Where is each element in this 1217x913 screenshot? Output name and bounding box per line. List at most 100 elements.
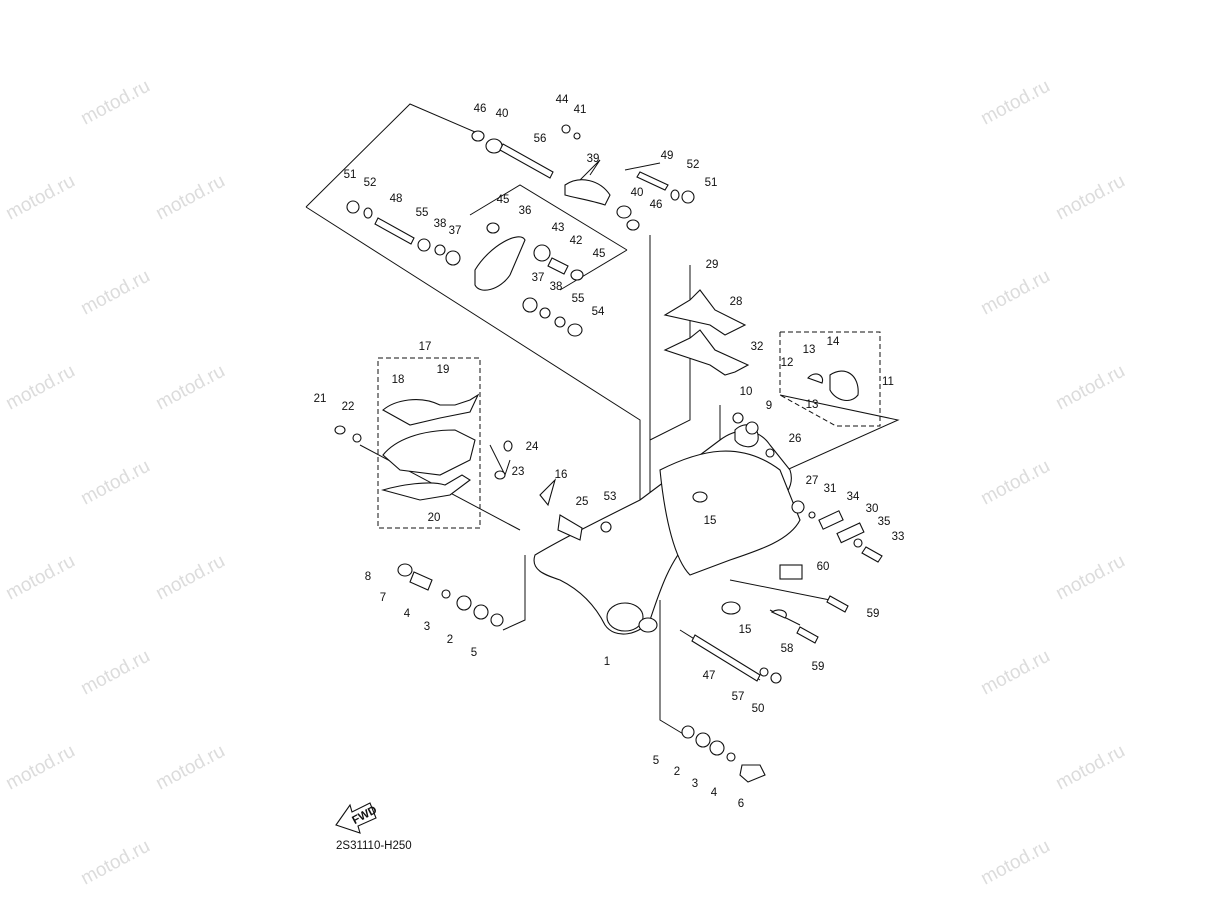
part-3-bearing-b [709, 740, 725, 756]
callout-47: 47 [703, 670, 716, 682]
part-23-bolt [494, 470, 506, 480]
part-31-washer [808, 511, 816, 519]
part-57-washer [759, 667, 769, 677]
callout-42: 42 [570, 235, 583, 247]
callout-32: 32 [751, 341, 764, 353]
part-43-bearing [533, 244, 551, 262]
part-38-oil-seal [434, 244, 446, 256]
part-9-bolt [745, 421, 759, 435]
callout-18: 18 [392, 374, 405, 386]
part-3-bearing [456, 595, 472, 611]
callout-52: 52 [364, 177, 377, 189]
part-45-oil-seal [486, 222, 500, 234]
part-58-clip [770, 609, 787, 619]
part-49-bolt [636, 171, 669, 191]
callout-34: 34 [847, 491, 860, 503]
part-60-label [779, 564, 803, 580]
callout-19: 19 [437, 364, 450, 376]
watermark-text: motod.ru [1052, 171, 1128, 225]
callout-15: 15 [739, 624, 752, 636]
callout-38: 38 [434, 218, 447, 230]
callout-43: 43 [552, 222, 565, 234]
callout-57: 57 [732, 691, 745, 703]
part-35-nut [853, 538, 863, 548]
callout-20: 20 [428, 512, 441, 524]
swingarm-body [533, 424, 801, 635]
callout-46: 46 [650, 199, 663, 211]
callout-24: 24 [526, 441, 539, 453]
callout-51: 51 [705, 177, 718, 189]
callout-25: 25 [576, 496, 589, 508]
watermark-text: motod.ru [152, 361, 228, 415]
callout-35: 35 [878, 516, 891, 528]
watermark-text: motod.ru [77, 646, 153, 700]
watermark-text: motod.ru [977, 836, 1053, 890]
watermark-text: motod.ru [2, 741, 78, 795]
callout-55: 55 [572, 293, 585, 305]
part-59-bolt [826, 595, 849, 613]
callout-59: 59 [812, 661, 825, 673]
part-10-grommet [732, 412, 744, 424]
callout-11: 11 [882, 376, 894, 388]
part-25-collar [557, 514, 583, 541]
watermark-text: motod.ru [977, 76, 1053, 130]
callout-38: 38 [550, 281, 563, 293]
callout-13: 13 [803, 344, 816, 356]
callout-40: 40 [631, 187, 644, 199]
part-47-bolt [691, 634, 761, 682]
part-11-holder [829, 370, 859, 401]
callout-26: 26 [789, 433, 802, 445]
fwd-arrow-icon: FWD [335, 802, 379, 834]
watermark-text: motod.ru [152, 171, 228, 225]
watermark-text: motod.ru [977, 266, 1053, 320]
part-45-oil-seal-b [570, 269, 584, 281]
part-39-connecting-rod [564, 179, 611, 206]
group-boxes [377, 331, 881, 529]
part-37-bearing-b [522, 297, 538, 313]
callout-12: 12 [781, 357, 794, 369]
part-24-rivet [503, 440, 513, 452]
part-53-nut [600, 521, 612, 533]
part-59-bolt-b [796, 626, 819, 644]
callout-44: 44 [556, 94, 569, 106]
part-52-washer [670, 189, 680, 201]
callout-31: 31 [824, 483, 837, 495]
callout-58: 58 [781, 643, 794, 655]
watermark-text: motod.ru [1052, 551, 1128, 605]
callout-15: 15 [704, 515, 717, 527]
part-16-bracket [539, 478, 557, 507]
watermark-text: motod.ru [2, 551, 78, 605]
part-50-nut [770, 672, 782, 684]
callout-48: 48 [390, 193, 403, 205]
callout-10: 10 [740, 386, 753, 398]
pivot-hardware-right [681, 725, 766, 783]
watermark-text: motod.ru [2, 361, 78, 415]
part-4-washer-b [726, 752, 736, 762]
part-44-nut [561, 124, 571, 134]
callout-23: 23 [512, 466, 525, 478]
callout-2: 2 [674, 766, 680, 778]
plates [663, 265, 859, 401]
part-48-bolt [374, 217, 415, 245]
part-6-pivot-bolt [739, 764, 766, 783]
watermark-text: motod.ru [1052, 741, 1128, 795]
callout-53: 53 [604, 491, 617, 503]
part-chain-guard [382, 429, 476, 476]
part-4-washer [441, 589, 451, 599]
callout-36: 36 [519, 205, 532, 217]
part-2-bearing [473, 604, 489, 620]
callout-3: 3 [692, 778, 698, 790]
callout-17: 17 [419, 341, 432, 353]
part-46-oil-seal-b [626, 219, 640, 231]
part-55-collar-b [554, 316, 566, 328]
part-20-guard [380, 474, 471, 501]
callout-5: 5 [471, 647, 477, 659]
callout-51: 51 [344, 169, 357, 181]
group-box-17 [377, 357, 481, 529]
callout-28: 28 [730, 296, 743, 308]
part-56-collar [499, 143, 554, 179]
callout-5: 5 [653, 755, 659, 767]
part-26-bolt [765, 448, 775, 458]
